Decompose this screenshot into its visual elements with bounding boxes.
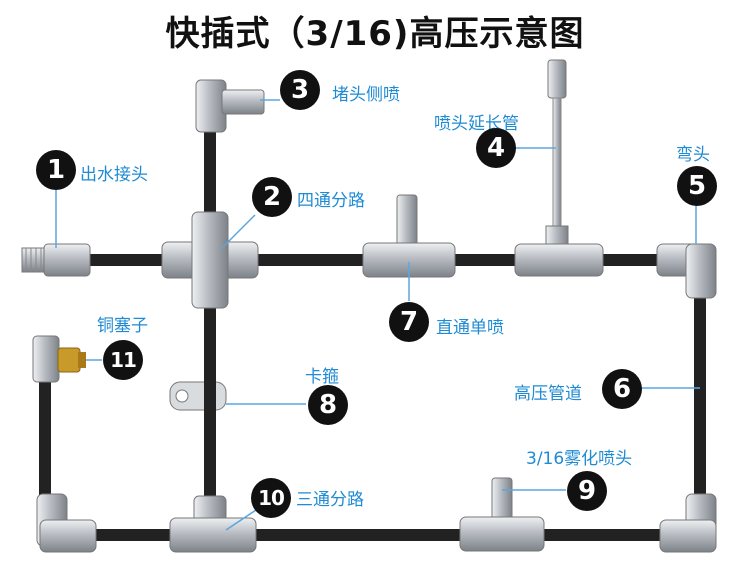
plug-side-nozzle <box>195 79 265 133</box>
label-high-pressure-pipe: 高压管道 <box>514 384 582 404</box>
four-way-cross-fitting <box>161 211 259 309</box>
bottom-left-elbow <box>36 493 97 553</box>
badge-1: 1 <box>36 150 76 190</box>
badge-4: 4 <box>476 128 516 168</box>
elbow-fitting <box>656 243 717 299</box>
diagram-title: 快插式（3/16)高压示意图 <box>165 14 585 54</box>
badge-9: 9 <box>567 471 607 511</box>
nozzle-extension-tube <box>514 59 604 277</box>
label-clamp: 卡箍 <box>305 367 339 387</box>
badge-7: 7 <box>389 302 429 342</box>
label-three-way: 三通分路 <box>296 490 364 510</box>
label-four-way: 四通分路 <box>297 191 365 211</box>
badge-3: 3 <box>280 70 320 110</box>
leader-2 <box>221 214 256 249</box>
leader-10 <box>225 509 257 531</box>
label-outlet-connector: 出水接头 <box>80 165 148 185</box>
atomizing-nozzle <box>459 477 545 552</box>
label-plug-side-nozzle-text: 堵头侧喷 <box>332 85 400 105</box>
badge-6: 6 <box>602 369 642 409</box>
badge-5: 5 <box>677 166 717 206</box>
straight-single-nozzle <box>362 194 456 278</box>
badge-8: 8 <box>308 385 348 425</box>
leader-lines <box>55 99 700 531</box>
badge-11: 11 <box>103 340 143 380</box>
pipe-clamp <box>169 380 227 412</box>
outlet-connector-fitting <box>21 243 91 277</box>
three-way-tee-fitting <box>169 495 257 553</box>
label-copper-plug: 铜塞子 <box>97 316 148 336</box>
label-elbow: 弯头 <box>676 145 710 165</box>
bottom-right-elbow <box>659 493 717 553</box>
label-atomizing-nozzle: 3/16雾化喷头 <box>526 449 633 469</box>
label-straight-single-nozzle: 直通单喷 <box>436 318 504 338</box>
copper-plug-fitting <box>32 335 86 383</box>
badge-2: 2 <box>252 177 292 217</box>
badge-10: 10 <box>251 478 291 518</box>
